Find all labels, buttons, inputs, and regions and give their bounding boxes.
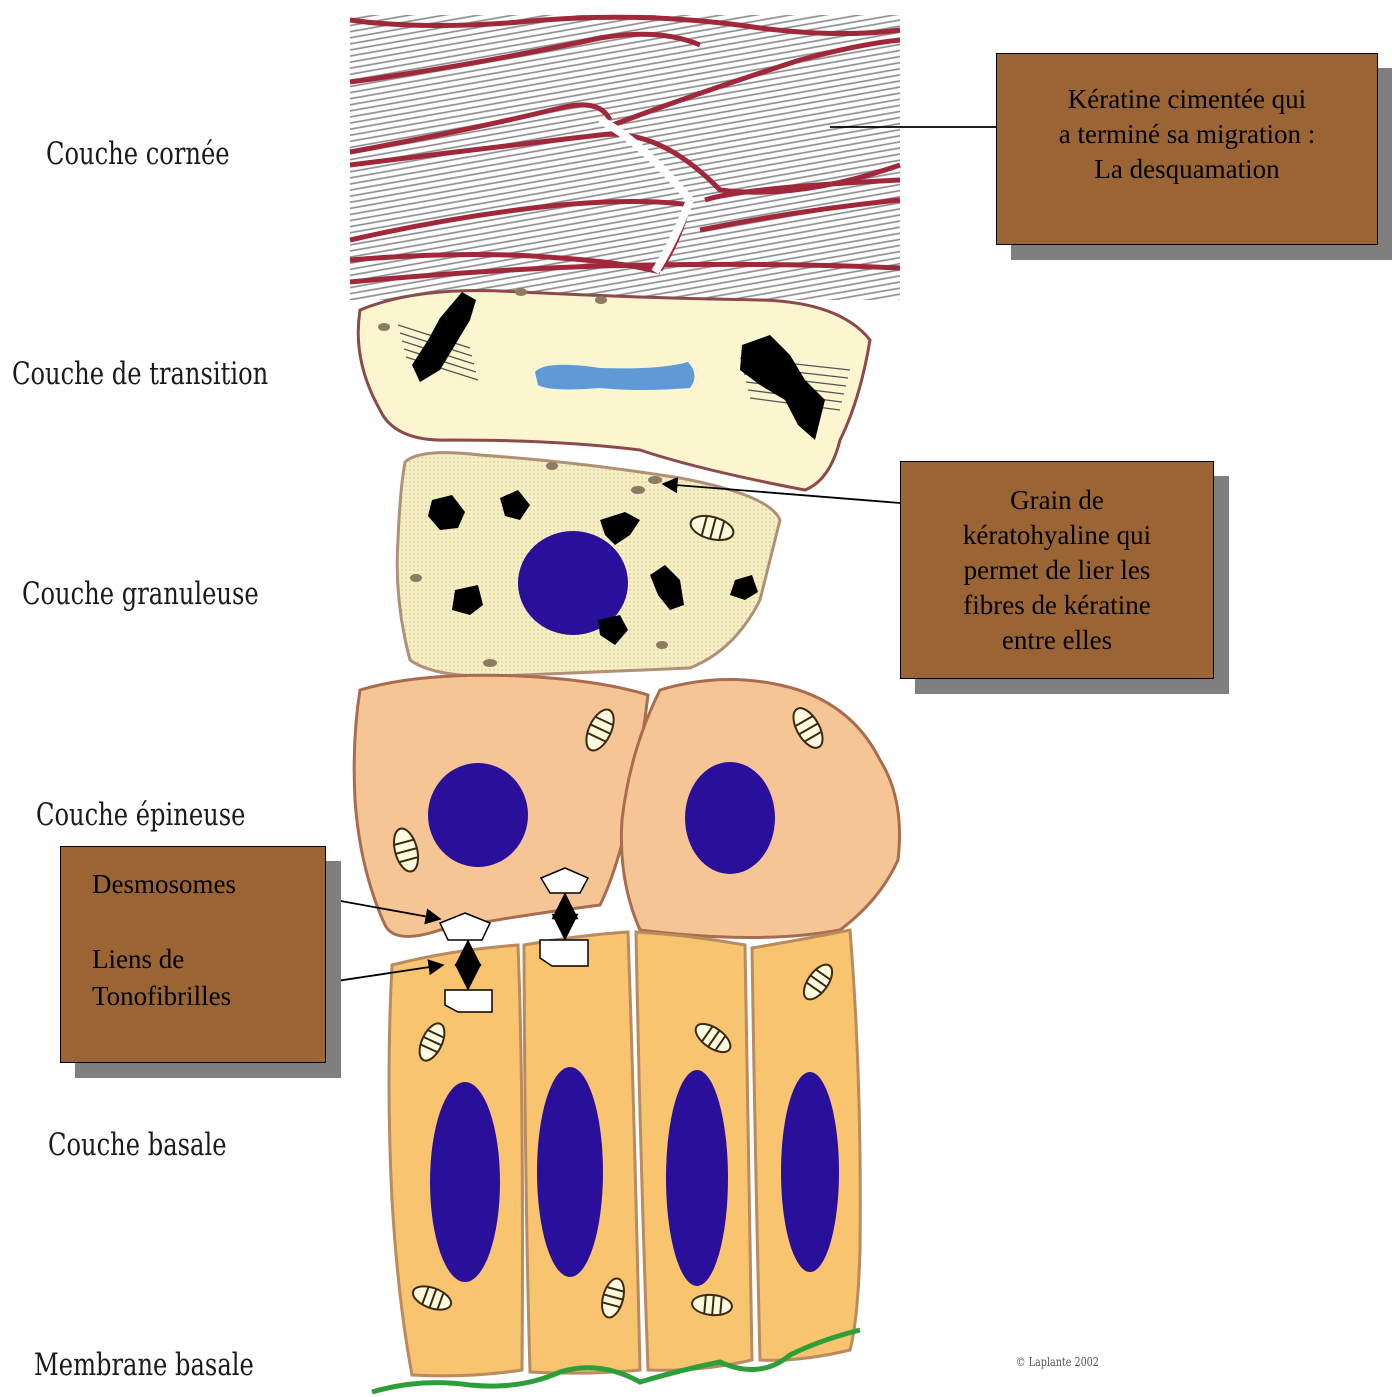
callout-grain-line: kératohyaline qui [901,518,1213,553]
callout-keratine-line: Kératine cimentée qui [997,82,1377,117]
callout-desmosomes-label: Desmosomes [92,867,236,902]
callout-keratine-line: a terminé sa migration : [997,117,1377,152]
callout-grain-line: entre elles [901,623,1213,658]
callout-grain-line: Grain de [901,483,1213,518]
corneous-layer [350,15,900,300]
callout-grain-line: permet de lier les [901,553,1213,588]
callout-liens-line: Tonofibrilles [92,979,231,1014]
callout-keratine-line: La desquamation [997,152,1377,187]
callout-desmosomes: Desmosomes Liens de Tonofibrilles [60,846,326,1063]
label-couche-basale: Couche basale [48,1127,227,1163]
label-couche-epineuse: Couche épineuse [36,797,245,833]
callout-liens-line: Liens de [92,942,184,977]
callout-keratine: Kératine cimentée qui a terminé sa migra… [996,53,1378,245]
spinous-cells [354,675,899,937]
label-membrane-basale: Membrane basale [34,1347,254,1383]
nucleus [685,762,775,874]
label-couche-cornee: Couche cornée [46,136,230,172]
label-couche-transition: Couche de transition [12,356,268,392]
granular-cell [397,453,780,677]
copyright: © Laplante 2002 [1016,1355,1099,1369]
callout-grain: Grain de kératohyaline qui permet de lie… [900,461,1214,679]
nucleus [428,763,528,867]
label-couche-granuleuse: Couche granuleuse [22,576,259,612]
callout-grain-line: fibres de kératine [901,588,1213,623]
